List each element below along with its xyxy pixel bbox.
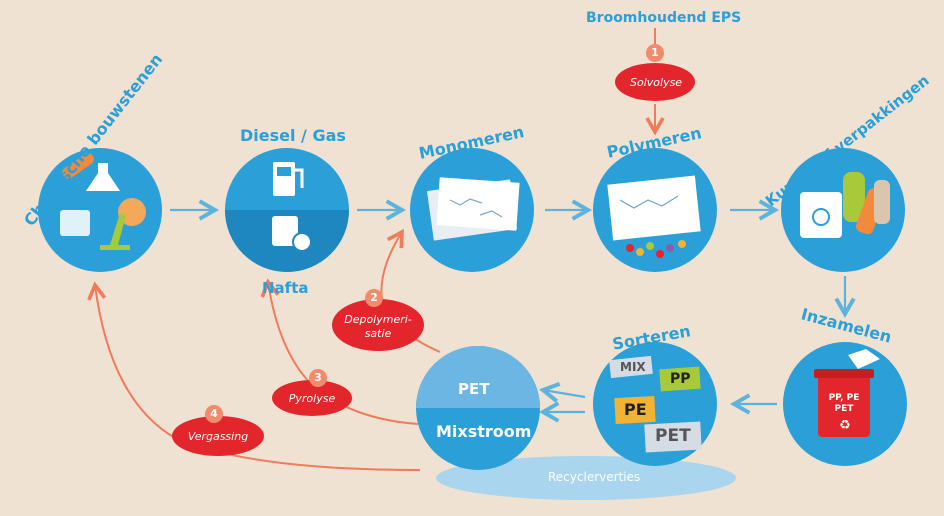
- circle-pet-mix: [416, 346, 540, 470]
- label-mix: Mixstroom: [436, 422, 532, 441]
- sort-tag-pe: PE: [624, 400, 647, 419]
- arrow-sort-pet: [539, 381, 586, 403]
- recycling-pool: [436, 456, 736, 500]
- bin-icon: [818, 375, 870, 437]
- process-pyrolyse: [272, 380, 352, 416]
- round-flask-icon: [118, 198, 146, 226]
- process-num-3: 3: [309, 369, 327, 387]
- circle-chem: [38, 148, 162, 272]
- process-label-4: Vergassing: [187, 430, 249, 443]
- circle-diesel: [225, 148, 349, 272]
- microscope-icon: [100, 213, 130, 250]
- process-label-1: Solvolyse: [630, 76, 683, 89]
- document-icon: [607, 175, 701, 241]
- process-vergassing: [172, 416, 264, 456]
- label-nafta: Nafta: [262, 279, 309, 297]
- process-label-2a: Depolymeri-: [344, 313, 412, 326]
- scale-icon: [60, 210, 90, 236]
- process-num-4: 4: [205, 405, 223, 423]
- circle-sort: [593, 342, 717, 466]
- process-label-3: Pyrolyse: [288, 392, 336, 405]
- circle-poly: [593, 148, 717, 272]
- label-diesel: Diesel / Gas: [240, 126, 346, 145]
- hand-icon: [848, 349, 880, 369]
- circle-collect: [783, 342, 907, 466]
- blue-arrows: [170, 199, 856, 423]
- process-label-2b: satie: [364, 327, 392, 340]
- process-solvolyse: [615, 63, 695, 101]
- process-num-1: 1: [646, 44, 664, 62]
- bin-label-2: PET: [834, 404, 854, 414]
- bin-label-1: PP, PE: [828, 393, 860, 403]
- test-tube-icon: [62, 153, 94, 179]
- label-pet: PET: [458, 380, 490, 398]
- bag-icon: [800, 192, 842, 238]
- barrel-icon: [272, 216, 298, 246]
- red-arrows: [87, 28, 665, 471]
- process-num-2: 2: [365, 289, 383, 307]
- process-depolymerisatie: [332, 299, 424, 351]
- recycle-icon: ♻: [839, 418, 851, 433]
- bottle-icon: [843, 172, 865, 222]
- flask-icon: [86, 163, 120, 191]
- pellets-icon: [626, 244, 634, 252]
- label-recycle: Recyclerverties: [548, 470, 641, 484]
- label-top-source: Broomhoudend EPS: [586, 10, 742, 26]
- sort-tag-mix: MIX: [620, 360, 646, 374]
- droplet-icon: [292, 232, 312, 252]
- circle-pack: [781, 148, 905, 272]
- circle-mono: [410, 148, 534, 272]
- sort-tag-pp: PP: [670, 371, 691, 387]
- sort-tag-pet: PET: [655, 426, 691, 446]
